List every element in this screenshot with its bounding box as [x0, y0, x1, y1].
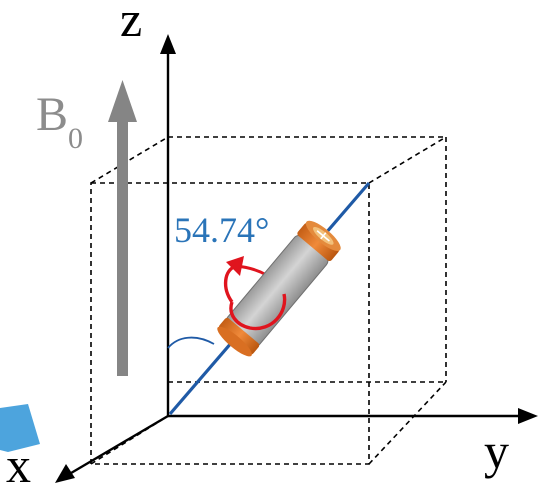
magic-angle-label: 54.74°: [174, 210, 269, 250]
rotation-arrow-front: [229, 293, 287, 331]
x-axis-label: x: [6, 437, 31, 485]
b0-subscript: 0: [68, 122, 83, 155]
rotation-arrow-left-curl: [224, 264, 237, 303]
y-axis-arrowhead: [518, 408, 538, 424]
y-axis-label: y: [484, 423, 509, 479]
b0-field-arrow: [108, 80, 137, 376]
z-axis-label: z: [120, 0, 142, 47]
coordinate-axes: [65, 44, 528, 478]
b0-label: B0: [36, 88, 83, 155]
rotor-icon: [217, 220, 341, 357]
rotation-arrowhead: [226, 256, 244, 276]
x-axis-arrowhead: [55, 464, 75, 483]
angle-arc: [167, 336, 215, 349]
edge-marker-shape: [0, 404, 40, 452]
z-axis-arrowhead: [160, 34, 176, 54]
b0-symbol: B: [36, 88, 68, 141]
x-axis-line: [65, 414, 169, 478]
